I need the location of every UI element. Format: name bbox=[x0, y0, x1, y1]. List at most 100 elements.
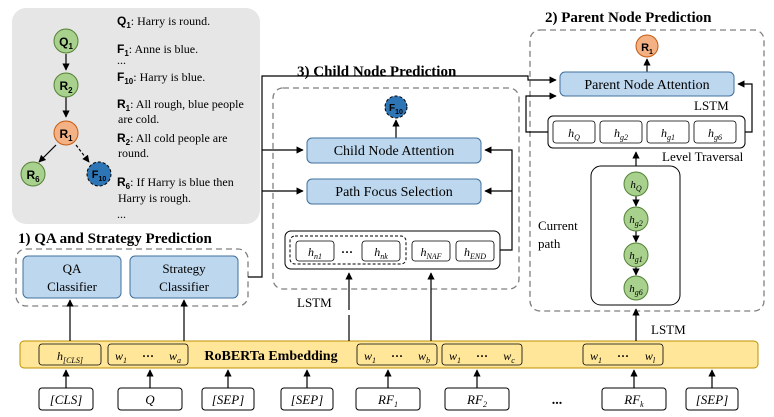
input-token: ... bbox=[552, 393, 563, 408]
svg-text:Child Node Attention: Child Node Attention bbox=[334, 144, 455, 159]
path-node: hg2 bbox=[623, 206, 649, 232]
parent-section-title: 2) Parent Node Prediction bbox=[545, 10, 712, 26]
svg-text:F10: F10 bbox=[92, 169, 107, 183]
svg-text:hQ: hQ bbox=[568, 126, 580, 142]
svg-text:hg2: hg2 bbox=[614, 126, 628, 142]
svg-text:RFk: RFk bbox=[623, 392, 644, 409]
connector-arrows bbox=[66, 75, 753, 341]
parent-hidden-states: hQ hg2 hg1 hg6 bbox=[552, 120, 737, 144]
input-token: Q bbox=[117, 369, 183, 411]
svg-text:w1: w1 bbox=[115, 349, 127, 365]
svg-text:RF2: RF2 bbox=[466, 392, 487, 409]
svg-text:wl: wl bbox=[645, 349, 656, 365]
h-nk-cell: hnk bbox=[361, 240, 401, 262]
h-n1-cell: hn1 bbox=[295, 240, 335, 262]
parent-h-cell: hg2 bbox=[599, 120, 643, 144]
svg-text:hg6: hg6 bbox=[708, 126, 722, 142]
parent-section-frame bbox=[529, 29, 765, 312]
qa-classifier-line1: QA bbox=[63, 261, 82, 276]
svg-text:hNAF: hNAF bbox=[420, 245, 441, 261]
embedding-word-groups: w1 ··· wa w1 ··· wb w1 ··· wc w1 ··· wl bbox=[107, 343, 664, 366]
path-node: hg1 bbox=[623, 242, 649, 268]
svg-text:Parent Node Attention: Parent Node Attention bbox=[584, 78, 709, 93]
input-token: [SEP] bbox=[201, 369, 255, 411]
fact-line: F10: Harry is blue. bbox=[117, 70, 205, 86]
child-node-attention-box: Child Node Attention bbox=[306, 137, 482, 164]
fact-line: ... bbox=[117, 53, 126, 67]
embedding-word-group: w1 ··· wc bbox=[441, 343, 523, 366]
svg-text:hn1: hn1 bbox=[308, 245, 322, 261]
qa-classifier-line2: Classifier bbox=[47, 279, 97, 294]
svg-text:hg6: hg6 bbox=[629, 283, 643, 297]
roberta-embedding-label: RoBERTa Embedding bbox=[204, 349, 337, 364]
svg-text:Q: Q bbox=[145, 392, 155, 407]
parent-h-cell: hQ bbox=[552, 120, 596, 144]
path-node: hg6 bbox=[623, 275, 649, 301]
strategy-classifier-box: Strategy Classifier bbox=[129, 255, 239, 299]
svg-text:w1: w1 bbox=[364, 349, 376, 365]
path-node: hQ bbox=[623, 171, 649, 197]
svg-text:wa: wa bbox=[169, 349, 181, 365]
child-dots: ··· bbox=[341, 245, 353, 259]
current-path-nodes: hQ hg2 hg1 hg6 bbox=[623, 171, 649, 301]
svg-text:R6: R6 bbox=[26, 168, 40, 184]
fact-line: ... bbox=[117, 207, 126, 221]
input-token: [CLS] bbox=[38, 369, 94, 411]
svg-text:RF1: RF1 bbox=[377, 392, 398, 409]
parent-h-cell: hg1 bbox=[646, 120, 690, 144]
svg-text:···: ··· bbox=[476, 349, 488, 363]
svg-text:Path Focus Selection: Path Focus Selection bbox=[335, 185, 452, 200]
current-path-label-line1: Current bbox=[538, 218, 578, 233]
parent-lstm-bottom-label: LSTM bbox=[651, 322, 686, 337]
fact-line: Q1: Harry is round. bbox=[117, 14, 210, 30]
svg-text:hEND: hEND bbox=[464, 245, 486, 261]
svg-text:Q1: Q1 bbox=[59, 35, 73, 51]
tree-node-r6: R6 bbox=[20, 161, 46, 187]
svg-text:hg1: hg1 bbox=[661, 126, 675, 142]
parent-node-attention-box: Parent Node Attention bbox=[559, 71, 735, 97]
h-end-cell: hEND bbox=[455, 240, 495, 262]
embedding-word-group: w1 ··· wl bbox=[582, 343, 664, 366]
svg-text:wc: wc bbox=[503, 349, 515, 365]
h-cls-cell: h[CLS] bbox=[38, 343, 102, 366]
fact-line: R6: If Harry is blue then bbox=[117, 175, 234, 191]
current-path-label-line2: path bbox=[538, 236, 561, 251]
svg-text:[CLS]: [CLS] bbox=[50, 392, 83, 407]
svg-text:R2: R2 bbox=[59, 79, 73, 95]
example-panel bbox=[12, 8, 260, 224]
svg-text:hg2: hg2 bbox=[629, 214, 643, 228]
svg-text:···: ··· bbox=[142, 349, 154, 363]
child-section-title: 3) Child Node Prediction bbox=[297, 64, 457, 80]
h-naf-cell: hNAF bbox=[411, 240, 451, 262]
fact-line: are cold. bbox=[118, 112, 159, 126]
svg-text:[SEP]: [SEP] bbox=[212, 392, 245, 407]
fact-line: R1: All rough, blue people bbox=[117, 97, 244, 113]
svg-text:hnk: hnk bbox=[374, 245, 388, 261]
path-focus-selection-box: Path Focus Selection bbox=[306, 178, 482, 205]
parent-lstm-top-label: LSTM bbox=[694, 98, 729, 113]
svg-text:hQ: hQ bbox=[630, 179, 642, 193]
parent-output-node: R1 bbox=[635, 34, 659, 58]
facts-list: Q1: Harry is round. F1: Anne is blue.... F… bbox=[117, 14, 244, 221]
qa-section-title: 1) QA and Strategy Prediction bbox=[18, 231, 213, 247]
svg-text:w1: w1 bbox=[590, 349, 602, 365]
svg-text:wb: wb bbox=[418, 349, 430, 365]
embedding-word-group: w1 ··· wa bbox=[107, 343, 189, 366]
input-token: RF1 bbox=[355, 369, 421, 411]
child-candidates-dashed-frame bbox=[289, 235, 407, 265]
svg-text:w1: w1 bbox=[449, 349, 461, 365]
embedding-word-group: w1 ··· wb bbox=[356, 343, 438, 366]
child-section-frame bbox=[272, 87, 520, 290]
fact-line: round. bbox=[118, 146, 149, 160]
level-traversal-label: Level Traversal bbox=[662, 149, 744, 164]
fact-line: F1: Anne is blue. bbox=[117, 42, 198, 58]
fact-line: Harry is rough. bbox=[118, 191, 191, 205]
fact-line: R2: All cold people are bbox=[117, 131, 227, 147]
svg-text:···: ··· bbox=[391, 349, 403, 363]
svg-text:···: ··· bbox=[617, 349, 629, 363]
input-token: RFk bbox=[601, 369, 667, 411]
svg-text:R1: R1 bbox=[641, 42, 653, 56]
qa-section-frame bbox=[15, 248, 249, 307]
